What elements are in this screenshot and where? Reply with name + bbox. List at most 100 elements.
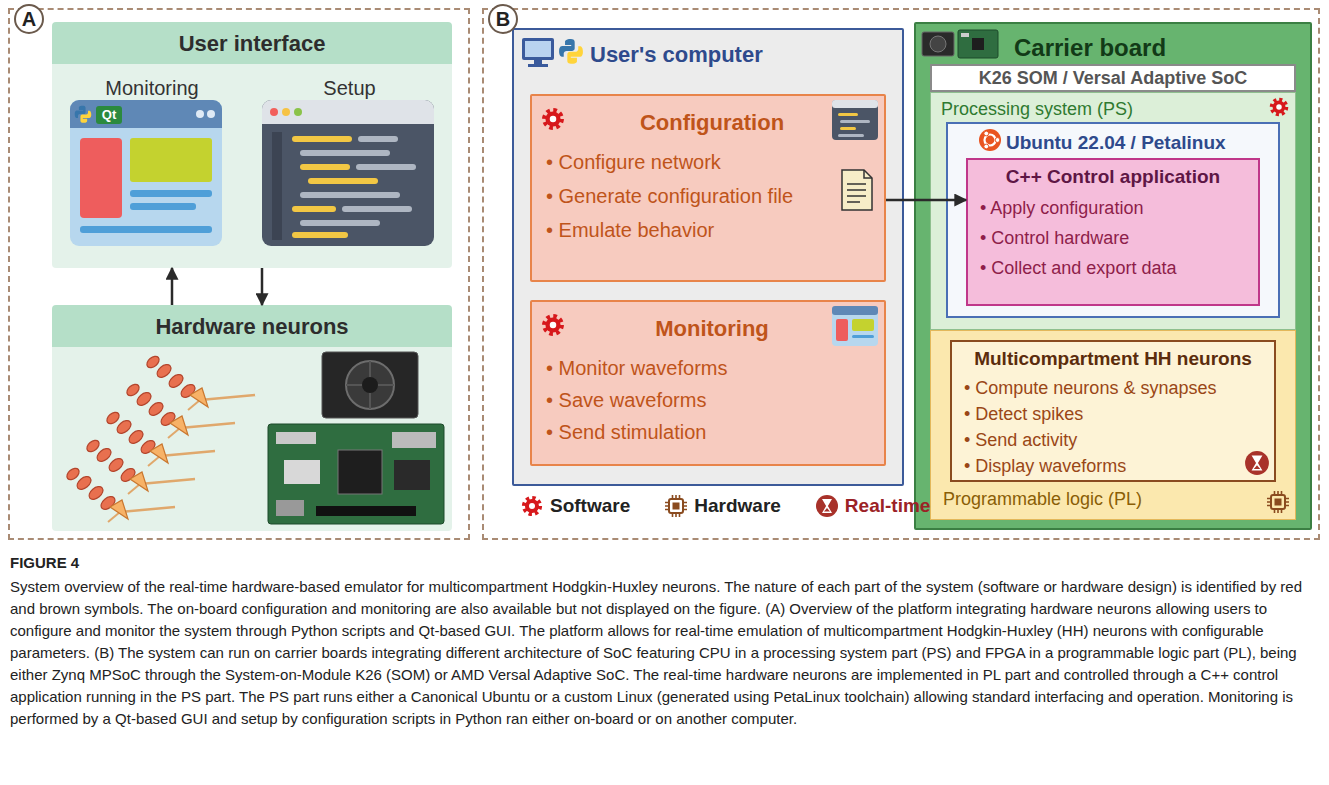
hardware-module-box: Multicompartment HH neurons • Compute neu… (950, 340, 1276, 482)
computer-icon (528, 64, 548, 67)
box-heading: User interface (52, 31, 452, 57)
bullet-item: • Configure network (546, 150, 842, 174)
application-box: C++ Control application• Apply configura… (966, 158, 1260, 306)
box-heading: User's computer (590, 42, 890, 68)
bullet-item: • Generate configuration file (546, 184, 842, 208)
box-heading: Monitoring (592, 316, 832, 342)
fpga-board-photo (316, 506, 416, 516)
computer-icon (522, 38, 583, 67)
legend-item: Software (520, 494, 630, 518)
software-gear-icon (545, 100, 1286, 333)
fpga-board-photo (276, 432, 316, 444)
carrier-board-icons (930, 36, 946, 52)
code-editor-icon (262, 100, 434, 246)
legend-text: Hardware (694, 495, 781, 517)
fpga-board-photo (284, 460, 320, 484)
box-heading: Carrier board (1014, 34, 1284, 63)
gui-window-icon (207, 110, 215, 118)
programmable-logic-region: Programmable logic (PL) Multicompartment … (930, 330, 1296, 520)
legend-text: Software (550, 495, 630, 517)
code-editor-icon (358, 136, 398, 142)
ubuntu-logo (979, 129, 1001, 151)
fpga-board-photo (322, 352, 418, 418)
neuron-illustration (105, 410, 215, 466)
bullet-item: • Compute neurons & synapses (964, 378, 1260, 400)
neuron-illustration (145, 354, 255, 410)
small-code-window-icon (838, 113, 858, 116)
small-code-window-icon (832, 100, 878, 140)
gui-window-icon (70, 100, 222, 128)
fpga-board-photo (362, 377, 378, 393)
connector-arrow (886, 199, 966, 202)
code-editor-icon (300, 192, 400, 198)
box-heading: C++ Control application (968, 166, 1258, 189)
neuron-illustration (125, 382, 235, 438)
fpga-board-photo (276, 500, 304, 516)
gui-window-icon (80, 138, 122, 218)
bullet-item: • Collect and export data (980, 258, 1252, 280)
box-heading: Configuration (592, 110, 832, 136)
box-heading: Hardware neurons (52, 314, 452, 340)
computer-icon (522, 38, 554, 60)
gui-window-icon (130, 203, 196, 210)
real-time-icon (1245, 451, 1269, 475)
gui-window-icon (70, 100, 222, 246)
computer-icon (559, 39, 583, 64)
fpga-board-photo (394, 460, 430, 490)
software-box: Monitoring• Monitor waveforms• Save wave… (530, 300, 886, 466)
gui-window-icon (96, 106, 122, 124)
code-editor-icon (294, 108, 302, 116)
fpga-board-photo (392, 432, 436, 448)
small-gui-window-icon (832, 306, 878, 315)
fpga-board-photo (268, 424, 444, 524)
connector-arrow (171, 268, 174, 305)
bullet-item: • Detect spikes (964, 404, 1260, 426)
code-editor-icon (270, 108, 278, 116)
code-editor-icon (282, 108, 290, 116)
software-gear-icon (545, 317, 561, 333)
small-gui-window-icon (852, 335, 874, 338)
legend-symbol (665, 495, 687, 517)
panel-frame: AUser interfaceMonitoringSetupHardware n… (8, 8, 470, 540)
small-code-window-icon (838, 134, 864, 137)
icon-caption: Setup (257, 76, 442, 100)
bullet-item: • Emulate behavior (546, 218, 842, 242)
computer-icon (525, 41, 551, 57)
connector-arrow (261, 268, 264, 305)
neuron-illustration (85, 438, 195, 494)
gui-window-icon (196, 110, 204, 118)
code-editor-icon (308, 178, 378, 184)
box-heading: Programmable logic (PL) (943, 489, 1243, 511)
carrier-board-icons (922, 30, 998, 58)
bullet-item: • Send activity (964, 430, 1260, 452)
small-gui-window-icon (832, 306, 878, 346)
box-heading: Ubuntu 22.04 / Petalinux (1006, 132, 1274, 155)
carrier-board-icons (922, 32, 954, 56)
gui-window-icon (70, 100, 222, 246)
panel-letter: B (488, 4, 518, 34)
box-heading: Processing system (PS) (941, 99, 1241, 121)
small-gui-window-icon (832, 306, 878, 346)
config-file-icon (842, 170, 872, 210)
panel-letter: A (14, 4, 44, 34)
code-editor-icon (300, 220, 380, 226)
hardware-box: Hardware neurons (52, 305, 452, 531)
legend-symbol (524, 498, 539, 513)
fpga-board-photo (268, 352, 444, 524)
box-heading: K26 SOM / Versal Adaptive SoC (932, 68, 1294, 90)
gui-window-icon (130, 190, 212, 197)
legend-swatch (664, 494, 688, 518)
box-heading: Multicompartment HH neurons (952, 348, 1274, 371)
small-code-window-icon (840, 120, 870, 123)
small-code-window-icon (832, 100, 878, 140)
legend-item: Real-time (815, 494, 931, 518)
legend-text: Real-time (845, 495, 931, 517)
gui-window-icon (75, 106, 92, 123)
legend-swatch (520, 494, 544, 518)
figure-caption: System overview of the real-time hardwar… (10, 576, 1318, 730)
board-box: Carrier boardK26 SOM / Versal Adaptive S… (914, 22, 1312, 530)
small-gui-window-icon (836, 319, 848, 341)
code-editor-icon (292, 136, 352, 142)
processing-system-region: Processing system (PS) Ubuntu 22.04 / Pet… (930, 92, 1296, 330)
